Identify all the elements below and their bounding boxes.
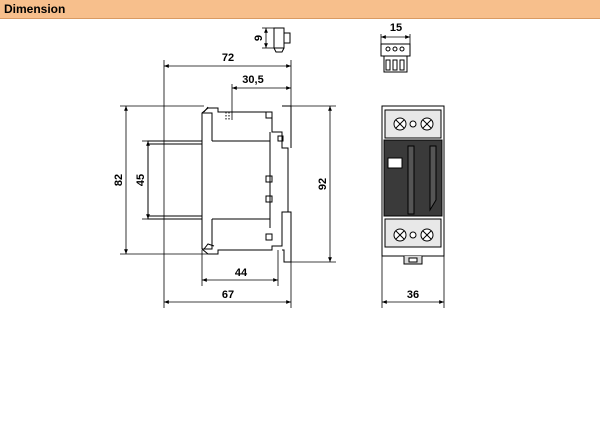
dim-45: 45 (135, 174, 147, 186)
dim-72: 72 (222, 52, 234, 64)
dim-67: 67 (222, 289, 234, 301)
side-dimension-labels: 72 30,5 44 67 82 45 92 (113, 52, 329, 301)
side-front-body (147, 140, 203, 220)
dim-30-5: 30,5 (242, 74, 263, 86)
dim-15: 15 (390, 22, 402, 34)
section-title: Dimension (4, 2, 66, 16)
terminal-detail (262, 27, 291, 53)
dim-44: 44 (235, 267, 248, 279)
plug-detail (380, 34, 411, 73)
dim-36: 36 (407, 289, 419, 301)
dim-82: 82 (113, 174, 125, 186)
front-view (381, 105, 445, 265)
dim-92: 92 (317, 178, 329, 190)
front-dimensions (381, 256, 445, 308)
side-view (147, 105, 292, 263)
dim-9: 9 (253, 35, 265, 41)
side-housing (201, 107, 289, 255)
side-dimensions (120, 60, 336, 308)
section-header: Dimension (0, 0, 600, 19)
